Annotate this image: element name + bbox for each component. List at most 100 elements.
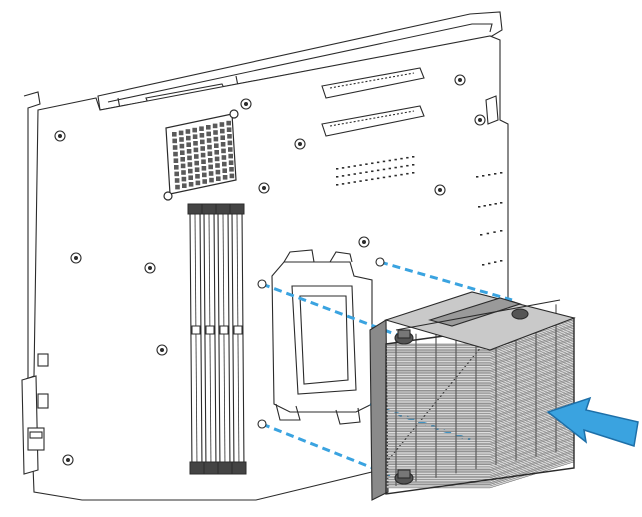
screw-boss-center [58, 134, 62, 138]
memory-slots [187, 203, 247, 475]
cpu-heatsink [369, 291, 576, 501]
board-component-dot [382, 176, 386, 179]
chipset-fin [208, 158, 213, 163]
dimm-latch-bottom [217, 461, 233, 475]
board-component-dot [376, 161, 380, 164]
board-component-dot [494, 203, 497, 205]
chipset-fin [209, 177, 214, 183]
screw-icon [257, 257, 385, 429]
chipset-fin [188, 168, 193, 174]
chipset-fin [174, 178, 180, 183]
board-component-dot [482, 175, 485, 177]
chipset-fin [222, 175, 228, 180]
board-component-dot [412, 164, 415, 166]
chipset-fin [200, 146, 205, 151]
chipset-fin [215, 169, 221, 175]
dimm-slot-groove [208, 213, 212, 469]
chipset-fin [186, 149, 192, 154]
board-component-dot [336, 184, 339, 186]
board-component-dot [388, 159, 392, 162]
screw-boss-center [438, 188, 442, 192]
chipset-fin [180, 157, 185, 162]
chipset-fin [194, 160, 199, 166]
chipset-fin [187, 155, 192, 161]
board-component-dot [359, 164, 362, 166]
board-component-dot [353, 181, 356, 183]
board-component-dot [494, 261, 497, 263]
chipset-fin [206, 138, 212, 143]
board-component-dot [341, 183, 345, 185]
board-component-dot [480, 234, 483, 236]
chipset-fin [174, 165, 179, 170]
dimm-latch-top [201, 203, 217, 215]
screw-boss-center [148, 266, 152, 270]
chipset-fin [228, 147, 233, 152]
board-component-dot [406, 164, 409, 167]
chipset-fin [199, 126, 204, 131]
chipset-fin [208, 171, 214, 176]
board-component-dot [347, 174, 351, 176]
dimm-key [191, 325, 201, 335]
board-component-dot [353, 173, 356, 175]
screw-boss-center [160, 348, 164, 352]
dimm-key [219, 325, 229, 335]
board-component-dot [494, 173, 497, 175]
chipset-heatspreader [163, 109, 239, 201]
chipset-fin [173, 151, 178, 157]
board-component-dot [371, 162, 374, 165]
board-component-dot [388, 175, 392, 178]
board-component-dot [400, 165, 403, 168]
chipset-fin [187, 162, 193, 167]
chipset-fin [172, 138, 177, 144]
chipset-fin [180, 150, 185, 155]
dimm-key [205, 325, 215, 335]
motherboard [21, 11, 522, 501]
chipset-fin [221, 155, 227, 160]
chipset-fin [194, 154, 199, 159]
chipset-fin [188, 175, 193, 180]
chipset-fin [185, 129, 191, 134]
chipset-fin [199, 133, 205, 138]
chipset-fin [220, 142, 226, 147]
board-component-dot [359, 180, 362, 182]
chipset-fin [201, 159, 206, 164]
chipset-fin [175, 184, 180, 190]
chipset-fin [182, 183, 187, 188]
chipset-fin [188, 182, 194, 187]
dimm-latch-top [187, 203, 203, 215]
board-component-dot [476, 176, 479, 178]
chipset-fin [173, 158, 179, 163]
chassis-top-rail-inner [107, 23, 493, 103]
chipset-fin [220, 135, 225, 140]
chipset-fin [220, 128, 225, 134]
chipset-fin [227, 134, 232, 139]
heatsink-top-bar [395, 299, 561, 331]
board-component-dot [412, 172, 415, 174]
chipset-fin [227, 140, 233, 146]
chipset-fin [221, 148, 226, 154]
chipset-fin [174, 171, 179, 177]
chipset-fin [201, 166, 207, 171]
pcie-slot-1 [321, 67, 425, 99]
chipset-fin [194, 167, 200, 172]
board-component-dot [341, 175, 345, 177]
board-component-dot [488, 262, 491, 265]
board-component-dot [365, 171, 368, 173]
board-component-dot [489, 204, 492, 206]
screw-boss-center [478, 118, 482, 122]
chipset-fin [215, 163, 220, 168]
heatsink-base-plate [369, 319, 389, 501]
dimm-latch-bottom [203, 461, 219, 475]
screw-boss-center [244, 102, 248, 106]
rear-io-ports [27, 353, 49, 451]
chipset-fin [192, 134, 198, 139]
board-component-dot [382, 160, 386, 163]
chipset-fin [206, 131, 211, 137]
chipset-fin [181, 170, 186, 175]
board-component-dot [347, 166, 351, 168]
chipset-fin [226, 127, 232, 132]
chipset-fin [206, 125, 211, 130]
dimm-slot-groove [222, 213, 226, 469]
chipset-fin [193, 147, 199, 153]
